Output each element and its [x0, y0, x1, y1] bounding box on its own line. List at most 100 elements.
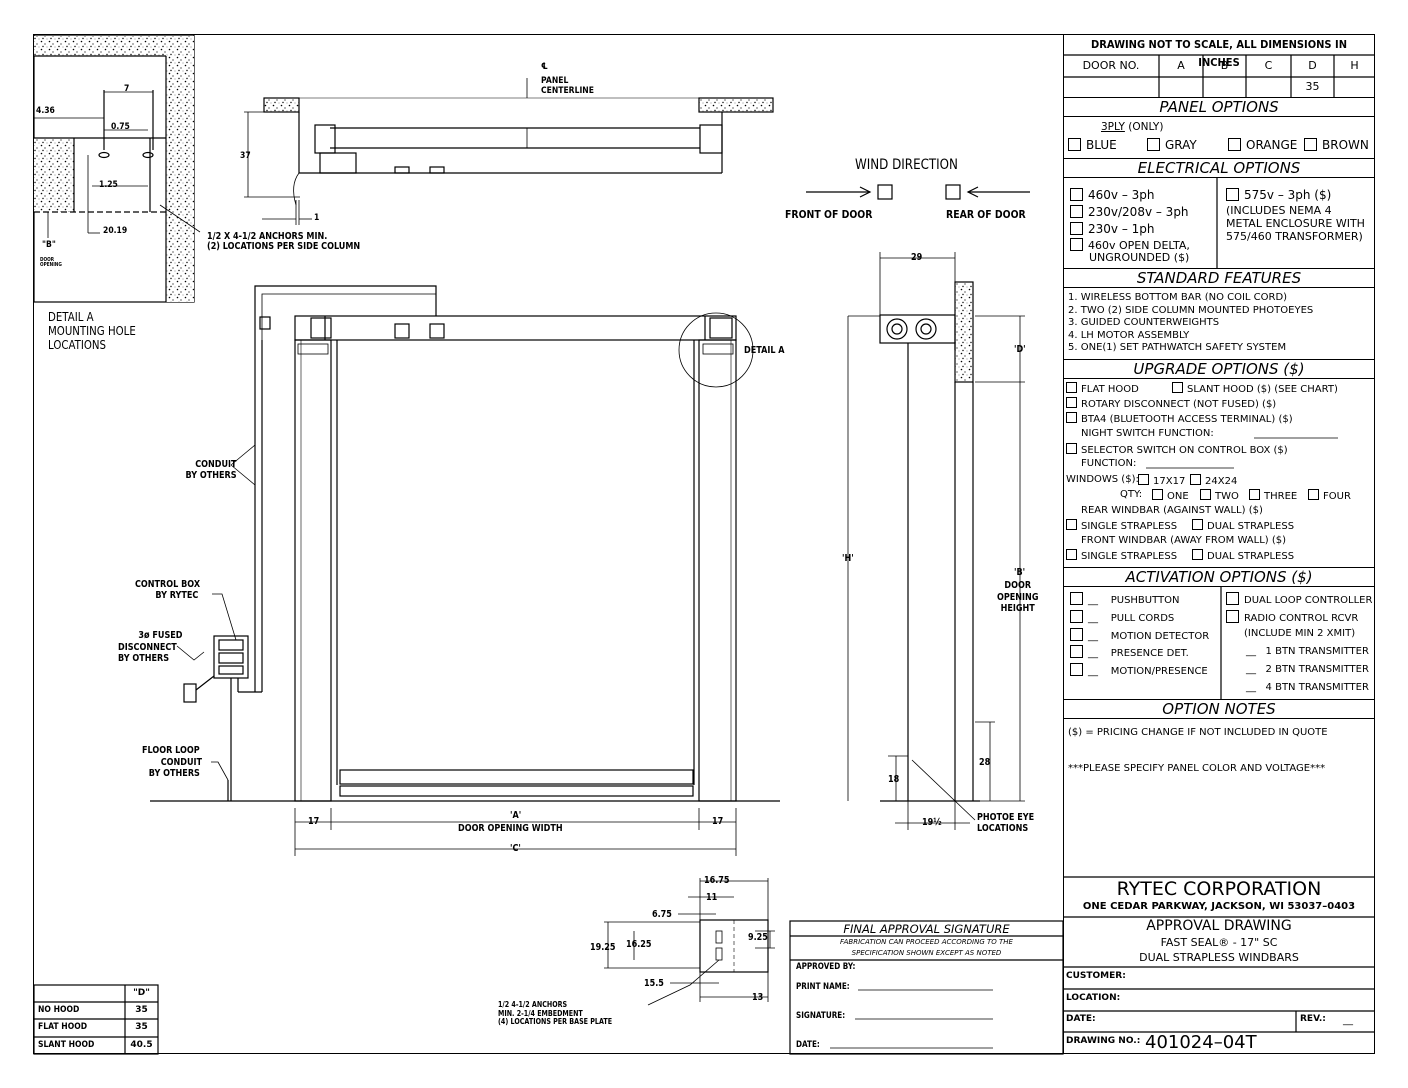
anchors-line: 1/2 X 4-1/2 ANCHORS MIN.: [207, 231, 328, 242]
act-radio[interactable]: RADIO CONTROL RCVR: [1226, 610, 1358, 625]
checkbox-icon[interactable]: [1192, 519, 1203, 530]
color-label: GRAY: [1165, 138, 1197, 152]
customer-field[interactable]: CUSTOMER:: [1066, 971, 1126, 981]
upg-win-17[interactable]: 17X17: [1138, 474, 1185, 488]
act-presence[interactable]: __ PRESENCE DET.: [1070, 645, 1189, 660]
color-gray[interactable]: GRAY: [1147, 138, 1197, 151]
floor-loop-label: FLOOR LOOP CONDUIT BY OTHERS: [142, 745, 202, 780]
checkbox-icon[interactable]: [1308, 489, 1319, 500]
elec-460-3ph[interactable]: 460v – 3ph: [1070, 188, 1155, 201]
upg-qty-one[interactable]: ONE: [1152, 489, 1189, 503]
color-label: ORANGE: [1246, 138, 1298, 152]
elec-label: 230v/208v – 3ph: [1088, 205, 1189, 219]
dim-0-75: 0.75: [111, 122, 130, 132]
upg-qty-four[interactable]: FOUR: [1308, 489, 1351, 503]
upg-qty-three[interactable]: THREE: [1249, 489, 1297, 503]
location-field[interactable]: LOCATION:: [1066, 993, 1121, 1003]
dim-11: 11: [706, 892, 718, 903]
checkbox-icon[interactable]: [1070, 188, 1083, 201]
checkbox-icon[interactable]: [1068, 138, 1081, 151]
checkbox-icon[interactable]: [1249, 489, 1260, 500]
checkbox-icon[interactable]: [1066, 397, 1077, 408]
checkbox-icon[interactable]: [1172, 382, 1183, 393]
checkbox-icon[interactable]: [1228, 138, 1241, 151]
act-pushbutton[interactable]: __ PUSHBUTTON: [1070, 592, 1180, 607]
floor-loop-line: FLOOR LOOP: [142, 745, 200, 756]
checkbox-icon[interactable]: [1138, 474, 1149, 485]
upg-qty-two[interactable]: TWO: [1200, 489, 1239, 503]
checkbox-icon[interactable]: [1147, 138, 1160, 151]
checkbox-icon[interactable]: [1070, 610, 1083, 623]
upg-slant-hood[interactable]: SLANT HOOD ($) (SEE CHART): [1172, 382, 1338, 396]
checkbox-icon[interactable]: [1066, 549, 1077, 560]
act-label: PRESENCE DET.: [1110, 648, 1189, 659]
act-dual-loop[interactable]: DUAL LOOP CONTROLLER: [1226, 592, 1372, 607]
checkbox-icon[interactable]: [1070, 205, 1083, 218]
upg-rear-dual[interactable]: DUAL STRAPLESS: [1192, 519, 1294, 533]
checkbox-icon[interactable]: [1066, 519, 1077, 530]
dim-20-19: 20.19: [103, 226, 128, 236]
upg-flat-hood[interactable]: FLAT HOOD: [1066, 382, 1139, 396]
checkbox-icon[interactable]: [1192, 549, 1203, 560]
upg-front-dual[interactable]: DUAL STRAPLESS: [1192, 549, 1294, 563]
detail-a-line: DETAIL A: [48, 310, 94, 324]
print-name-field[interactable]: PRINT NAME:: [796, 982, 850, 992]
signature-field[interactable]: SIGNATURE:: [796, 1011, 846, 1021]
checkbox-icon[interactable]: [1070, 628, 1083, 641]
act-tx-2[interactable]: __ 2 BTN TRANSMITTER: [1246, 664, 1369, 675]
act-motion[interactable]: __ MOTION DETECTOR: [1070, 628, 1209, 643]
standard-features-list: 1. WIRELESS BOTTOM BAR (NO COIL CORD) 2.…: [1068, 292, 1313, 355]
upg-bta4[interactable]: BTA4 (BLUETOOTH ACCESS TERMINAL) ($): [1066, 412, 1293, 426]
date-field[interactable]: DATE:: [1066, 1014, 1096, 1024]
checkbox-icon[interactable]: [1190, 474, 1201, 485]
color-blue[interactable]: BLUE: [1068, 138, 1117, 151]
d-value[interactable]: 35: [1305, 80, 1320, 93]
act-tx-1[interactable]: __ 1 BTN TRANSMITTER: [1246, 646, 1369, 657]
checkbox-icon[interactable]: [1070, 238, 1083, 251]
b-header: B: [1220, 59, 1229, 72]
act-label: 1 BTN TRANSMITTER: [1265, 646, 1369, 657]
dim-16-25: 16.25: [626, 939, 652, 950]
upg-rotary[interactable]: ROTARY DISCONNECT (NOT FUSED) ($): [1066, 397, 1276, 411]
checkbox-icon[interactable]: [1070, 592, 1083, 605]
act-pull-cords[interactable]: __ PULL CORDS: [1070, 610, 1174, 625]
elec-230-208-3ph[interactable]: 230v/208v – 3ph: [1070, 205, 1189, 218]
checkbox-icon[interactable]: [1200, 489, 1211, 500]
wind-direction-title: WIND DIRECTION: [855, 157, 958, 173]
upg-selector[interactable]: SELECTOR SWITCH ON CONTROL BOX ($): [1066, 443, 1288, 457]
checkbox-icon[interactable]: [1226, 188, 1239, 201]
upg-win-24[interactable]: 24X24: [1190, 474, 1237, 488]
photoeye-line: PHOTOE EYE: [977, 812, 1035, 823]
upg-front-single[interactable]: SINGLE STRAPLESS: [1066, 549, 1177, 563]
elec-230-1ph[interactable]: 230v – 1ph: [1070, 222, 1155, 235]
upg-label: SLANT HOOD ($) (SEE CHART): [1187, 384, 1338, 395]
checkbox-icon[interactable]: [1304, 138, 1317, 151]
rev-field[interactable]: REV.:: [1300, 1014, 1326, 1024]
front-elevation: [150, 285, 780, 856]
upg-label: FLAT HOOD: [1081, 384, 1139, 395]
color-orange[interactable]: ORANGE: [1228, 138, 1297, 151]
checkbox-icon[interactable]: [1070, 222, 1083, 235]
checkbox-icon[interactable]: [1066, 382, 1077, 393]
hood-table: [33, 984, 159, 1055]
color-brown[interactable]: BROWN: [1304, 138, 1369, 151]
checkbox-icon[interactable]: [1226, 592, 1239, 605]
checkbox-icon[interactable]: [1070, 663, 1083, 676]
elec-460-open-delta[interactable]: 460v OPEN DELTA,: [1070, 238, 1190, 252]
checkbox-icon[interactable]: [1226, 610, 1239, 623]
checkbox-icon[interactable]: [1152, 489, 1163, 500]
checkbox-icon[interactable]: [1070, 645, 1083, 658]
act-tx-4[interactable]: __ 4 BTN TRANSMITTER: [1246, 682, 1369, 693]
ply-note: (ONLY): [1128, 121, 1164, 133]
dim-15-5: 15.5: [644, 978, 664, 989]
upg-front-windbar: FRONT WINDBAR (AWAY FROM WALL) ($): [1081, 535, 1287, 546]
elec-575-3ph[interactable]: 575v – 3ph ($): [1226, 188, 1331, 201]
approval-title: APPROVAL DRAWING: [1146, 918, 1292, 934]
approval-date-field[interactable]: DATE:: [796, 1040, 820, 1050]
act-motion-presence[interactable]: __ MOTION/PRESENCE: [1070, 663, 1208, 678]
upg-rear-single[interactable]: SINGLE STRAPLESS: [1066, 519, 1177, 533]
checkbox-icon[interactable]: [1066, 412, 1077, 423]
checkbox-icon[interactable]: [1066, 443, 1077, 454]
floor-loop-line: CONDUIT: [160, 756, 203, 768]
approved-by-field[interactable]: APPROVED BY:: [796, 962, 856, 972]
